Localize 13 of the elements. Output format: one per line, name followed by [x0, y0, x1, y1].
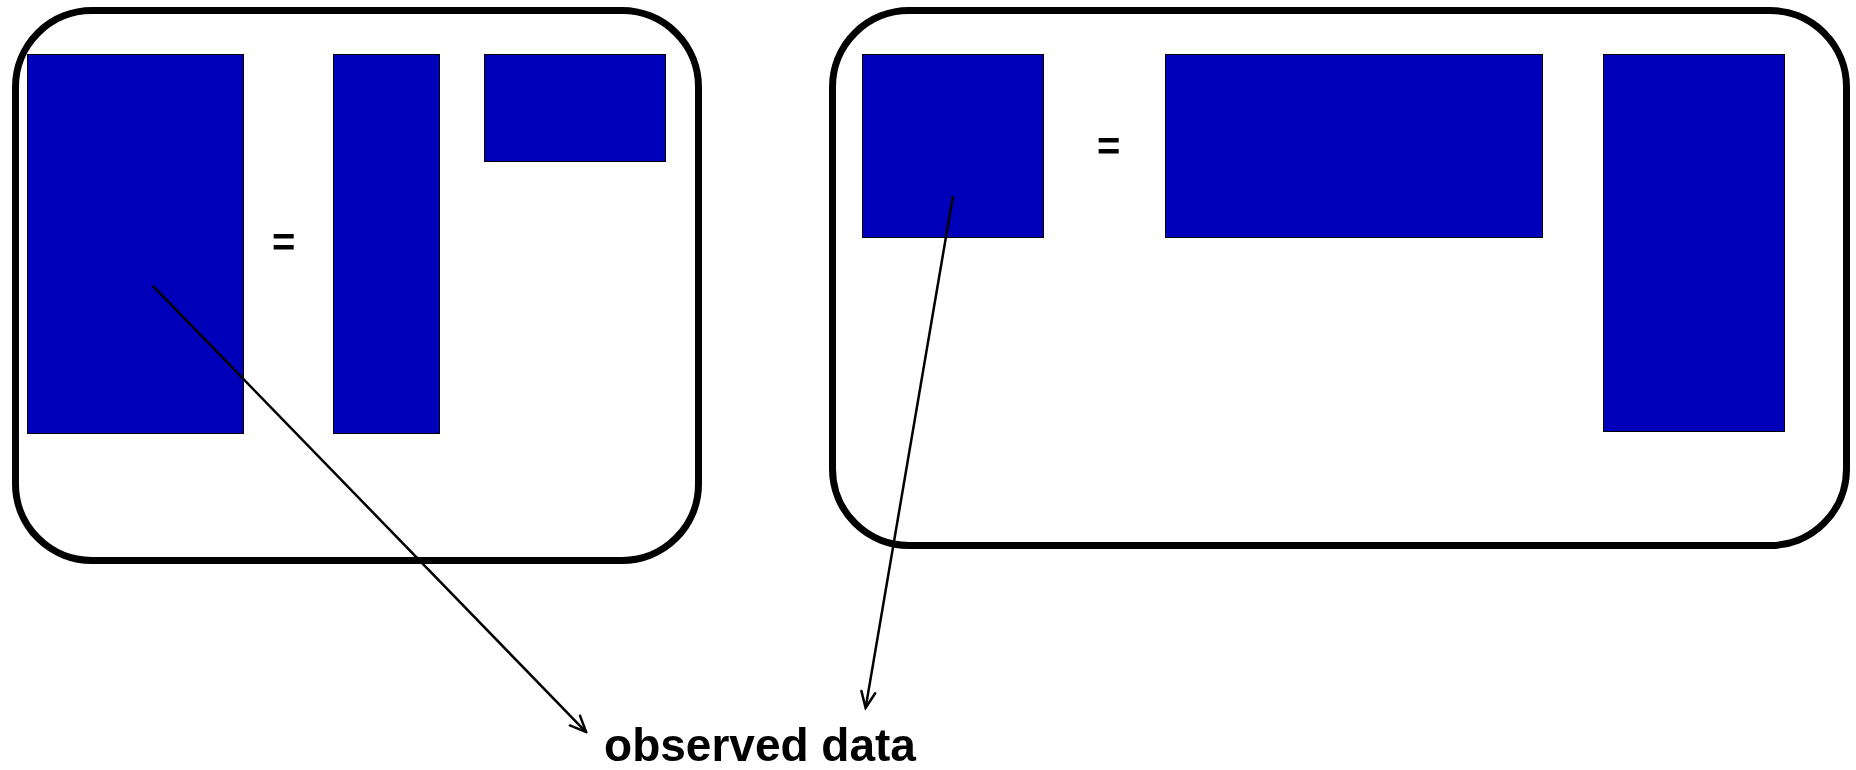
equals-sign: = [272, 222, 296, 262]
arrow [151, 284, 588, 734]
matrix-block [862, 54, 1044, 238]
data-label: observed data [604, 722, 916, 768]
arrow [860, 195, 955, 710]
matrix-block [333, 54, 440, 434]
matrix-block [484, 54, 666, 162]
matrix-block [27, 54, 244, 434]
rounded-panel [12, 7, 702, 564]
equals-sign: = [1097, 126, 1121, 166]
rounded-panel [829, 7, 1850, 549]
matrix-block [1603, 54, 1785, 432]
matrix-block [1165, 54, 1543, 238]
